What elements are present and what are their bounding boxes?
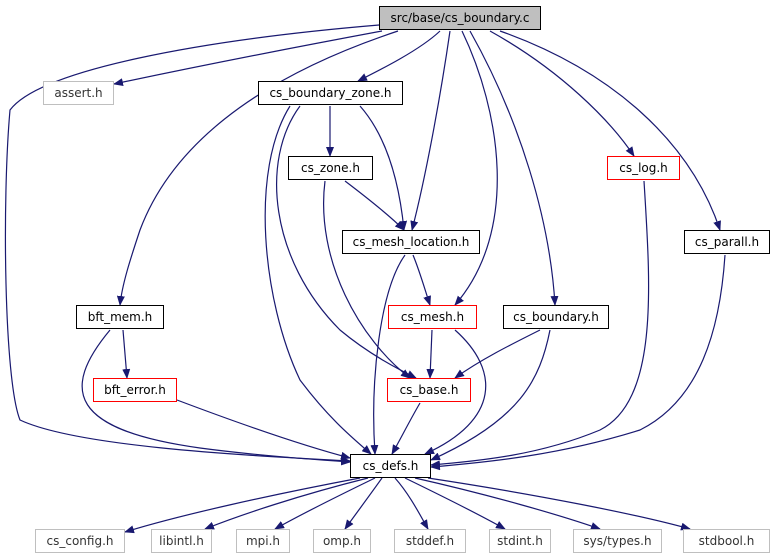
edge-cs-mesh-location-to-cs-defs	[370, 254, 406, 455]
edge-cs-parall-to-cs-defs	[430, 254, 726, 471]
edge-bz-to-cs-base	[276, 105, 417, 379]
node-assert-h: assert.h	[43, 81, 114, 105]
node-stddef-h: stddef.h	[394, 529, 466, 553]
node-stdint-h: stdint.h	[489, 529, 551, 553]
node-cs-boundary-c: src/base/cs_boundary.c	[379, 6, 541, 30]
edge-cs-defs-to-stddef	[394, 477, 429, 530]
node-stdbool-h: stdbool.h	[683, 529, 770, 553]
edge-cs-zone-to-cs-mesh-location	[344, 180, 405, 231]
node-omp-h: omp.h	[313, 529, 371, 553]
node-cs-defs-h[interactable]: cs_defs.h	[350, 454, 431, 478]
edge-cs-zone-to-cs-base	[323, 180, 411, 379]
edge-cs-log-to-cs-defs	[430, 180, 650, 469]
node-cs-boundary-h[interactable]: cs_boundary.h	[503, 305, 609, 329]
edge-bft-mem-to-bft-error	[122, 329, 131, 379]
edge-cs-defs-to-cs-config	[124, 477, 361, 534]
edge-bft-error-to-cs-defs	[176, 399, 351, 460]
edge-cs-base-to-cs-defs	[391, 402, 421, 455]
node-cs-base-h[interactable]: cs_base.h	[387, 378, 471, 402]
node-cs-log-h[interactable]: cs_log.h	[607, 156, 680, 180]
edge-cs-mesh-location-to-cs-mesh	[412, 254, 431, 306]
edge-cs-boundary-to-cs-defs	[430, 329, 551, 461]
edge-cs-defs-to-sys-types	[414, 477, 601, 530]
edge-root-to-cs-mesh-location	[410, 30, 451, 231]
edge-root-to-cs-mesh	[454, 30, 498, 306]
node-cs-parall-h[interactable]: cs_parall.h	[684, 230, 770, 254]
edge-bz-to-cs-mesh-location	[359, 105, 408, 231]
edge-cs-defs-to-mpi	[274, 477, 376, 530]
edge-bft-mem-to-cs-defs	[81, 329, 351, 466]
edge-cs-defs-to-stdbool	[427, 477, 691, 531]
edge-cs-boundary-to-cs-base	[454, 329, 541, 379]
node-bft-error-h[interactable]: bft_error.h	[93, 378, 177, 402]
edge-root-to-cs-defs	[4, 24, 380, 465]
edge-cs-mesh-to-cs-defs	[424, 329, 487, 455]
node-cs-boundary-zone-h[interactable]: cs_boundary_zone.h	[258, 81, 403, 105]
edge-root-to-cs-boundary	[469, 30, 559, 306]
node-cs-zone-h[interactable]: cs_zone.h	[288, 156, 373, 180]
edge-root-to-cs-parall	[499, 30, 721, 231]
edge-cs-defs-to-omp	[344, 477, 383, 530]
edge-cs-mesh-to-cs-base	[426, 329, 435, 379]
node-mpi-h: mpi.h	[236, 529, 290, 553]
edge-cs-defs-to-stdint	[404, 477, 506, 530]
edge-bz-to-cs-defs	[264, 105, 372, 455]
node-cs-mesh-h[interactable]: cs_mesh.h	[388, 305, 477, 329]
node-cs-config-h: cs_config.h	[35, 529, 125, 553]
node-libintl-h: libintl.h	[151, 529, 212, 553]
edge-root-to-bft-mem	[116, 30, 399, 306]
node-sys-types-h: sys/types.h	[573, 529, 662, 553]
edge-root-to-cs-log	[489, 30, 635, 157]
edge-root-to-assert	[113, 30, 383, 87]
node-bft-mem-h[interactable]: bft_mem.h	[76, 305, 164, 329]
node-cs-mesh-location-h[interactable]: cs_mesh_location.h	[342, 230, 480, 254]
edge-cs-defs-to-libintl	[204, 477, 369, 530]
edge-root-to-cs-boundary-zone	[357, 30, 441, 82]
